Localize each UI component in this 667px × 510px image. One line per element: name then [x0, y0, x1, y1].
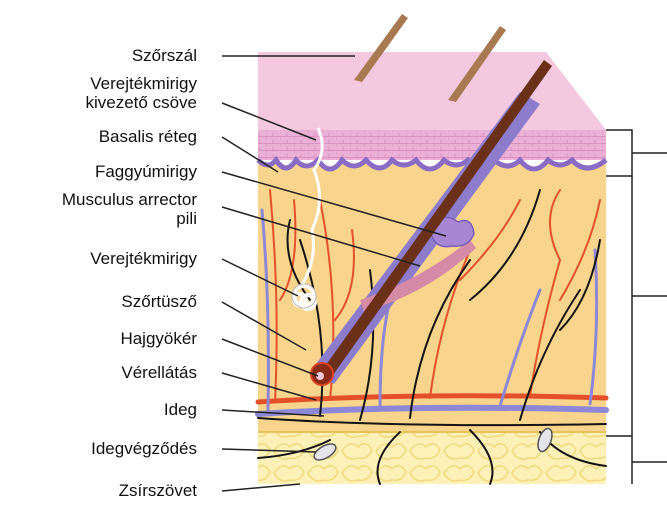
- label-nerve: Ideg: [164, 400, 197, 419]
- label-adipose: Zsírszövet: [119, 481, 197, 500]
- label-hair-shaft: Szőrszál: [132, 46, 197, 65]
- label-blood-supply: Vérellátás: [121, 363, 197, 382]
- label-arrector-line2: pili: [176, 209, 197, 228]
- label-sweat-gland: Verejtékmirigy: [90, 249, 197, 268]
- label-sweat-duct-line2: kivezető csöve: [86, 93, 198, 112]
- label-sweat-duct-line1: Verejtékmirigy: [90, 74, 197, 93]
- skin-surface: [258, 52, 606, 130]
- label-hair-root: Hajgyökér: [120, 329, 197, 348]
- label-hair-follicle: Szőrtüsző: [121, 292, 197, 311]
- label-arrector-line1: Musculus arrector: [62, 190, 197, 209]
- subcutis: [258, 432, 606, 484]
- epidermis: [258, 130, 606, 160]
- label-basal-layer: Basalis réteg: [99, 127, 197, 146]
- layer-brackets: [606, 130, 667, 484]
- label-sebaceous-gland: Faggyúmirigy: [95, 162, 197, 181]
- label-nerve-ending: Idegvégződés: [91, 439, 197, 458]
